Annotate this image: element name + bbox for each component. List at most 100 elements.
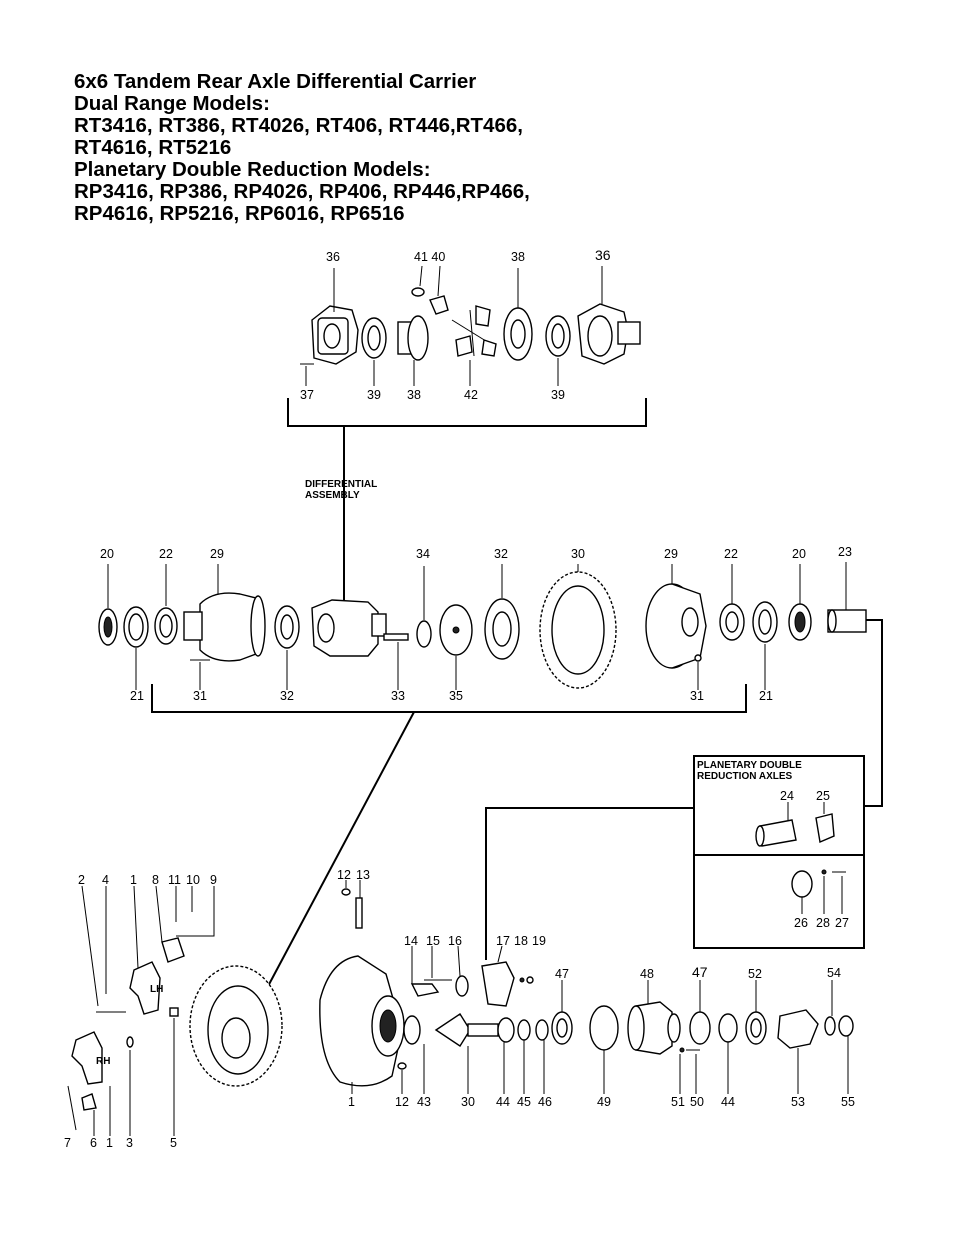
washer-3	[126, 1036, 134, 1048]
washer-12-bottom	[397, 1062, 407, 1094]
shaft-24	[755, 802, 797, 847]
page-title: 6x6 Tandem Rear Axle Differential Carrie…	[74, 71, 530, 225]
thrust-washer-right	[545, 315, 571, 386]
thrust-washer-32-left	[274, 605, 300, 690]
label-3: 3	[126, 1136, 133, 1150]
middle-leader	[265, 711, 415, 991]
differential-caption-2: ASSEMBLY	[305, 490, 360, 501]
bolt-31-left	[190, 659, 210, 690]
diff-case-half-right	[577, 266, 641, 365]
ring-gear-30	[539, 564, 617, 689]
side-gear-right	[503, 268, 533, 361]
fork-14	[410, 946, 440, 997]
washer-12-top	[341, 880, 351, 896]
label-5: 5	[170, 1136, 177, 1150]
bearing-43	[403, 1015, 425, 1094]
cotter-7	[67, 1085, 77, 1131]
bearing-47-left	[551, 980, 573, 1045]
label-12-bottom: 12	[395, 1095, 409, 1109]
label-31-right: 31	[690, 689, 704, 703]
pin-5	[169, 1007, 179, 1017]
carrier-housing-1	[319, 955, 405, 1094]
title-line-7: RP4616, RP5216, RP6016, RP6516	[74, 202, 405, 225]
lower-left-labels: 2 4 1 8 11 10 9 7 6 1 3 5	[64, 873, 217, 1150]
shift-unit-17	[481, 945, 515, 1007]
label-4: 4	[102, 873, 109, 887]
label-24: 24	[780, 789, 794, 803]
bolt-37	[300, 363, 314, 386]
label-39-right: 39	[551, 388, 565, 402]
label-38-bottom: 38	[407, 388, 421, 402]
label-18: 18	[514, 934, 528, 948]
label-27: 27	[835, 916, 849, 930]
washer-18	[519, 977, 525, 983]
cap-lh: LH	[129, 961, 163, 1015]
label-32-bottom: 32	[280, 689, 294, 703]
label-14: 14	[404, 934, 418, 948]
label-20-left: 20	[100, 547, 114, 561]
label-20-right: 20	[792, 547, 806, 561]
label-28: 28	[816, 916, 830, 930]
label-lh: LH	[150, 984, 163, 995]
bearing-cup-21-left	[123, 606, 149, 690]
bearing-cone-20-left	[98, 564, 118, 646]
label-8: 8	[152, 873, 159, 887]
title-line-3: RT3416, RT386, RT4026, RT406, RT446,RT46…	[74, 114, 523, 137]
shaft-to-box-leader	[864, 619, 883, 807]
label-37: 37	[300, 388, 314, 402]
top-row-labels: 36 41 40 38 36 37 39 38 42 39	[300, 247, 611, 402]
planetary-caption-2: REDUCTION AXLES	[697, 771, 793, 782]
label-30-top: 30	[571, 547, 585, 561]
label-1-top: 1	[130, 873, 137, 887]
label-17: 17	[496, 934, 510, 948]
washer-28	[821, 869, 827, 914]
bolt-27	[832, 871, 846, 914]
label-47-left: 47	[555, 967, 569, 981]
label-35: 35	[449, 689, 463, 703]
adjusting-ring-22-right	[719, 564, 745, 641]
label-31-left: 31	[193, 689, 207, 703]
yoke-53	[777, 1009, 819, 1094]
plate-35	[439, 604, 473, 690]
planetary-box: PLANETARY DOUBLE REDUCTION AXLES 24 25 2…	[485, 755, 865, 960]
label-rh: RH	[96, 1056, 110, 1067]
label-23: 23	[838, 545, 852, 559]
cap-rh: RH	[71, 1031, 110, 1085]
pinion-washer-41	[411, 265, 425, 297]
middle-row-parts	[98, 562, 883, 991]
adjusting-ring-22-left	[154, 564, 178, 645]
label-46: 46	[538, 1095, 552, 1109]
label-13: 13	[356, 868, 370, 882]
label-6: 6	[90, 1136, 97, 1150]
carrier-labels: 12 13 14 15 16 17 18 19 47 48 47 52 54 1…	[337, 868, 855, 1109]
label-50: 50	[690, 1095, 704, 1109]
side-gear-left	[397, 315, 429, 386]
label-26: 26	[794, 916, 808, 930]
drive-pinion-30	[434, 1013, 499, 1094]
bearing-cage-48	[627, 980, 681, 1055]
bearing-cone-20-right	[788, 564, 812, 641]
support-case-29-right	[645, 564, 707, 669]
differential-caption-1: DIFFERENTIAL	[305, 479, 377, 490]
carrier-parts-group	[189, 880, 854, 1094]
label-43: 43	[417, 1095, 431, 1109]
label-36-right: 36	[595, 247, 611, 263]
washer-54	[824, 980, 836, 1036]
bearing-44-right	[718, 1013, 738, 1094]
nut-31-right	[694, 654, 702, 690]
bolt-13	[355, 880, 363, 929]
label-25: 25	[816, 789, 830, 803]
differential-assembly-block	[311, 599, 387, 657]
box-to-carrier-leader	[485, 807, 694, 960]
label-1-carrier: 1	[348, 1095, 355, 1109]
label-41-40: 41 40	[414, 250, 445, 264]
nut-55	[838, 1015, 854, 1094]
label-32-top: 32	[494, 547, 508, 561]
differential-bracket	[287, 398, 647, 427]
label-15: 15	[426, 934, 440, 948]
shifter-16	[455, 945, 469, 997]
planetary-caption-1: PLANETARY DOUBLE	[697, 760, 802, 771]
thrust-washer-32-right	[484, 564, 520, 660]
middle-row-labels: 20 22 29 34 32 30 29 22 20 23 21 31 32 3…	[100, 545, 852, 703]
